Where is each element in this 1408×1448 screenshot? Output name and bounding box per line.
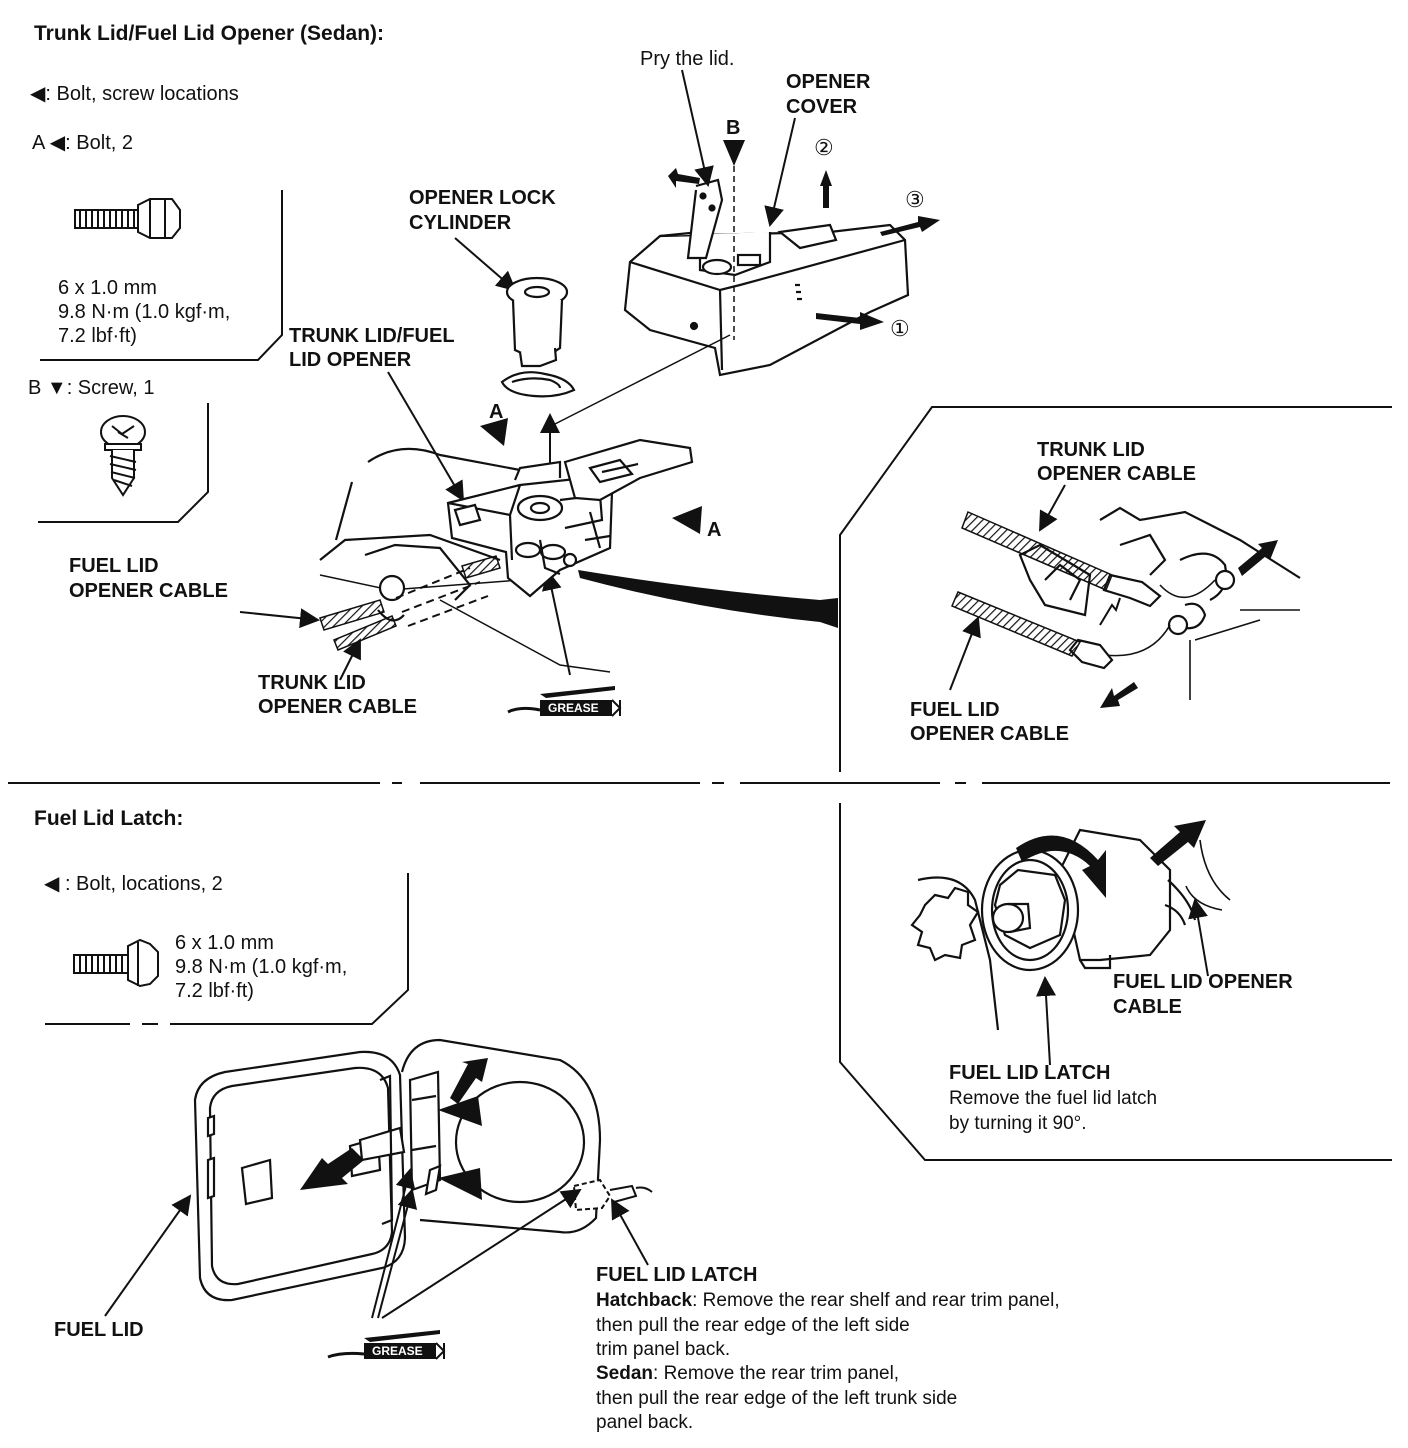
hatchback-note: Hatchback: Remove the rear shelf and rea… (596, 1288, 1060, 1313)
screw-b-icon (100, 415, 146, 497)
leader-lines-detail-top (949, 484, 1066, 691)
step-2-label: ② (814, 135, 834, 160)
lock-cylinder-drawing (500, 276, 576, 398)
hatchback-label: Hatchback (596, 1290, 693, 1311)
leader-lines-detail-bottom (1036, 898, 1209, 1066)
bolt-bottom-spec-torque: 9.8 N·m (1.0 kgf·m, (175, 956, 348, 978)
detail-pointer (578, 570, 838, 628)
bolt-a-icon (74, 198, 181, 239)
detail-top-arrows (1099, 540, 1278, 708)
opener-label-line1: TRUNK LID/FUEL (289, 325, 455, 347)
fuel-latch-small (572, 1178, 653, 1212)
bolt-bottom-spec-size: 6 x 1.0 mm (175, 932, 274, 954)
detail-latch-title: FUEL LID LATCH (949, 1062, 1111, 1084)
legend-bolt-screw: ◀: Bolt, screw locations (30, 83, 239, 105)
opener-label-line2: LID OPENER (289, 349, 412, 371)
detail-latch-arrows (1016, 820, 1206, 898)
bolt-bottom-spec-lbf: 7.2 lbf·ft) (175, 980, 254, 1002)
fuel-cable-label-line2: OPENER CABLE (69, 580, 228, 602)
hatchback-line-2: then pull the rear edge of the left side (596, 1315, 910, 1336)
detail-top-frame (839, 406, 1392, 772)
bolt-a-marker-left-icon (480, 418, 508, 446)
sedan-text: : Remove the rear trim panel, (653, 1363, 900, 1384)
legend-bolt-locations: ◀ : Bolt, locations, 2 (44, 873, 223, 895)
marker-a-left-label: A (489, 401, 504, 423)
marker-b-label: B (726, 117, 741, 139)
bolt-a-label: A ◀: Bolt, 2 (32, 132, 133, 154)
latch-title: FUEL LID LATCH (596, 1264, 758, 1286)
fuel-lid-label: FUEL LID (54, 1319, 144, 1341)
pry-the-lid-label: Pry the lid. (640, 48, 735, 70)
detail-trunk-cable-label-line1: TRUNK LID (1037, 439, 1145, 461)
bolt-a-marker-right-icon (672, 506, 702, 534)
hatchback-line-3: trim panel back. (596, 1339, 731, 1360)
screw-b-frame (38, 403, 209, 523)
fuel-lid-arrows (300, 1058, 488, 1200)
detail-cable-drawing (1018, 506, 1301, 700)
detail-fuel-cable-label-line1: FUEL LID (910, 699, 1000, 721)
bolt-bottom-frame (45, 873, 409, 1025)
grease-label: GREASE (548, 701, 599, 715)
lock-cylinder-label-line1: OPENER LOCK (409, 187, 556, 209)
opener-cover-label-line2: COVER (786, 96, 858, 118)
grease-icon (507, 686, 622, 717)
detail-cables (951, 510, 1113, 657)
detail-latch-note-line2: by turning it 90°. (949, 1113, 1087, 1134)
opener-cover-label-line1: OPENER (786, 71, 871, 93)
trunk-cable-label-line2: OPENER CABLE (258, 696, 417, 718)
step-3-label: ③ (905, 187, 925, 212)
detail-latch-note-line1: Remove the fuel lid latch (949, 1088, 1158, 1109)
sedan-label: Sedan (596, 1363, 654, 1384)
fuel-cable-label-line1: FUEL LID (69, 555, 159, 577)
detail-trunk-cable-label-line2: OPENER CABLE (1037, 463, 1196, 485)
trunk-cable-label-line1: TRUNK LID (258, 672, 366, 694)
cover-arrows (668, 168, 940, 330)
detail-bottom-frame (839, 803, 1392, 1161)
leader-lines-bottom (104, 1168, 649, 1319)
screw-b-label: B ▼: Screw, 1 (28, 377, 155, 399)
detail-latch-cable-label-line1: FUEL LID OPENER (1113, 971, 1293, 993)
hatchback-text: : Remove the rear shelf and rear trim pa… (692, 1290, 1060, 1311)
screw-b-marker-icon (723, 140, 745, 166)
detail-latch-cable-label-line2: CABLE (1113, 996, 1182, 1018)
bolt-a-spec-size: 6 x 1.0 mm (58, 277, 157, 299)
grease-icon-bottom (327, 1330, 446, 1360)
sedan-line-3: panel back. (596, 1412, 694, 1433)
bolt-a-spec-torque: 9.8 N·m (1.0 kgf·m, (58, 301, 231, 323)
sedan-note: Sedan: Remove the rear trim panel, (596, 1361, 899, 1386)
lock-cylinder-label-line2: CYLINDER (409, 212, 512, 234)
opener-assembly-drawing (319, 438, 694, 673)
leader-lines-top (239, 69, 796, 681)
section-title-latch: Fuel Lid Latch: (34, 807, 184, 830)
sedan-line-2: then pull the rear edge of the left trun… (596, 1388, 958, 1409)
bolt-a-spec-lbf: 7.2 lbf·ft) (58, 325, 137, 347)
fuel-lid-drawing (193, 1038, 602, 1302)
detail-latch-drawing (910, 828, 1231, 1031)
opener-cover-drawing (623, 178, 910, 377)
section-title-opener: Trunk Lid/Fuel Lid Opener (Sedan): (34, 22, 385, 45)
marker-a-right-label: A (707, 519, 722, 541)
step-1-label: ① (890, 316, 910, 341)
bolt-bottom-icon (73, 938, 159, 988)
detail-fuel-cable-label-line2: OPENER CABLE (910, 723, 1069, 745)
grease-label-bottom: GREASE (372, 1344, 423, 1358)
opener-cables-left (319, 555, 501, 651)
bolt-a-frame (40, 190, 283, 361)
